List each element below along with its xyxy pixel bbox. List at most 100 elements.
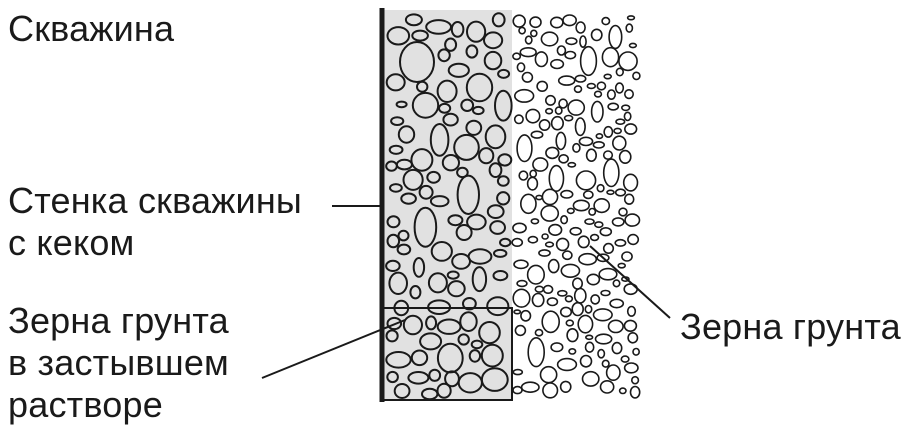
soil-grain bbox=[605, 364, 621, 381]
soil-grain bbox=[520, 381, 540, 394]
soil-grain bbox=[421, 387, 439, 401]
soil-grain bbox=[550, 115, 565, 131]
soil-grain bbox=[512, 222, 527, 234]
soil-grain bbox=[613, 127, 622, 135]
soil-grain bbox=[513, 88, 535, 103]
soil-grain bbox=[529, 16, 542, 29]
soil-grain bbox=[611, 217, 625, 227]
soil-grain bbox=[564, 295, 574, 303]
soil-grain bbox=[521, 71, 534, 83]
soil-grain bbox=[496, 175, 510, 187]
soil-grain bbox=[572, 142, 581, 153]
soil-grain bbox=[602, 242, 615, 254]
soil-grain bbox=[396, 243, 412, 256]
soil-grain bbox=[538, 119, 551, 132]
soil-grain bbox=[593, 198, 611, 214]
soil-grain bbox=[488, 162, 503, 179]
soil-grain bbox=[494, 89, 513, 122]
soil-grain bbox=[451, 253, 472, 270]
soil-grain bbox=[572, 199, 590, 212]
soil-grain bbox=[554, 106, 563, 115]
soil-grain bbox=[404, 13, 423, 27]
soil-grain bbox=[603, 125, 614, 138]
label-trapped-grains: Зерна грунта в застывшем растворе bbox=[8, 300, 229, 426]
soil-grain bbox=[427, 299, 452, 316]
soil-grain bbox=[455, 224, 473, 241]
soil-grain bbox=[513, 259, 529, 270]
soil-grains-group bbox=[385, 12, 641, 401]
soil-grain bbox=[534, 285, 545, 293]
soil-grain bbox=[478, 147, 495, 165]
soil-grain bbox=[623, 319, 638, 332]
soil-grain bbox=[499, 237, 512, 248]
soil-grain bbox=[558, 154, 569, 164]
soil-grain bbox=[593, 90, 603, 98]
soil-grain bbox=[623, 88, 634, 100]
soil-grain bbox=[618, 387, 627, 395]
soil-grain bbox=[535, 194, 543, 201]
soil-grain bbox=[590, 294, 601, 305]
soil-grain bbox=[385, 73, 406, 92]
soil-grain bbox=[579, 45, 598, 77]
soil-grain bbox=[571, 301, 585, 317]
soil-grain bbox=[623, 362, 639, 374]
soil-grain bbox=[628, 42, 638, 49]
soil-grain bbox=[574, 74, 587, 83]
soil-grain bbox=[550, 342, 564, 353]
soil-grain bbox=[542, 284, 554, 295]
soil-grain bbox=[486, 204, 505, 220]
soil-grain bbox=[526, 176, 539, 191]
soil-grain bbox=[585, 148, 598, 162]
soil-grain bbox=[624, 213, 641, 227]
soil-grain bbox=[393, 383, 411, 399]
soil-grain bbox=[556, 289, 568, 297]
trapped-grains-leader-line bbox=[261, 319, 406, 379]
soil-grain bbox=[519, 46, 537, 58]
soil-grain bbox=[626, 305, 637, 317]
soil-grain bbox=[402, 314, 423, 336]
soil-grain bbox=[573, 287, 587, 304]
soil-grain bbox=[590, 100, 604, 123]
soil-grain bbox=[609, 298, 625, 309]
soil-grain bbox=[531, 292, 545, 308]
label-borehole: Скважина bbox=[8, 8, 174, 50]
soil-grain bbox=[520, 193, 537, 215]
soil-grain bbox=[402, 168, 424, 191]
soil-grain bbox=[456, 174, 480, 216]
soil-grain bbox=[511, 237, 524, 247]
soil-grain bbox=[590, 28, 603, 42]
soil-grain bbox=[418, 184, 434, 200]
soil-grain bbox=[397, 229, 410, 242]
soil-grain bbox=[459, 311, 478, 333]
soil-grain bbox=[512, 52, 522, 61]
soil-grain bbox=[534, 51, 549, 68]
soil-grain bbox=[584, 218, 595, 225]
soil-grain bbox=[526, 264, 546, 285]
soil-grain bbox=[390, 116, 405, 126]
soil-grain bbox=[430, 241, 453, 262]
soil-grain bbox=[530, 218, 540, 225]
soil-grain bbox=[592, 308, 613, 322]
soil-grain bbox=[596, 81, 607, 91]
soil-grain bbox=[436, 79, 458, 104]
soil-grain bbox=[429, 195, 450, 208]
soil-grain bbox=[428, 368, 442, 382]
soil-grain bbox=[412, 257, 426, 278]
soil-grain bbox=[480, 343, 504, 368]
soil-grain bbox=[599, 227, 613, 237]
soil-grain bbox=[574, 117, 586, 137]
label-borehole-wall-line1: Стенка скважины bbox=[8, 180, 302, 221]
soil-grain bbox=[444, 37, 458, 52]
soil-grain bbox=[586, 273, 601, 286]
soil-grain bbox=[539, 365, 558, 384]
label-borehole-wall-line2: с кеком bbox=[8, 222, 135, 263]
label-soil-grains: Зерна грунта bbox=[680, 306, 901, 348]
soil-grain bbox=[386, 26, 411, 46]
soil-grain bbox=[589, 233, 600, 242]
soil-grain bbox=[520, 309, 532, 322]
label-trapped-grains-line2: в застывшем bbox=[8, 342, 229, 383]
soil-grain bbox=[594, 333, 613, 345]
soil-grain bbox=[524, 35, 533, 45]
